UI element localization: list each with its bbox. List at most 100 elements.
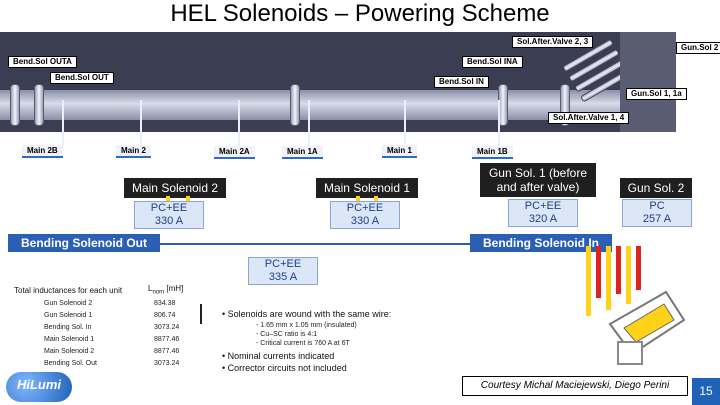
label-main-1: Main 1 xyxy=(382,145,417,158)
label-gun-sol-1a: Gun.Sol 1, 1a xyxy=(626,88,687,100)
label-gun-sol-2: Gun.Sol 2 xyxy=(676,42,720,54)
ps-gun-sol-1: Gun Sol. 1 (before and after valve) xyxy=(480,163,596,197)
ps-main-solenoid-1-label: Main Solenoid 1 xyxy=(323,181,411,195)
note-bullet-3: • Corrector circuits not included xyxy=(222,363,347,373)
table-value: 834.38 xyxy=(154,300,176,307)
note-bullet-2-text: Nominal currents indicated xyxy=(227,351,335,361)
inductance-unit: [mH] xyxy=(166,284,184,293)
note-bullet-1-text: Solenoids are wound with the same wire: xyxy=(227,309,392,319)
bending-solenoid-in: Bending Solenoid In xyxy=(470,234,612,252)
ps-gun-sol-1-line2: and after valve) xyxy=(496,180,580,194)
note-sub-1-text: 1.65 mm x 1.05 mm (insulated) xyxy=(260,322,357,329)
inductance-header: Total inductances for each unit xyxy=(14,286,123,295)
lead xyxy=(166,196,170,202)
pc-main-1-type: PC+EE xyxy=(346,202,384,214)
note-sub-3: - Critical current is 760 A at 6T xyxy=(256,340,350,347)
gun-housing xyxy=(617,341,643,365)
inductance-unit-symbol: L xyxy=(148,284,153,293)
note-sub-2-text: Cu–SC ratio is 4:1 xyxy=(260,331,318,338)
solenoid-ring xyxy=(560,84,570,126)
note-bullet-3-text: Corrector circuits not included xyxy=(227,363,347,373)
lead-red xyxy=(596,246,601,298)
ps-gun-sol-1-line1: Gun Sol. 1 (before xyxy=(488,166,588,180)
table-row: Bending Sol. In xyxy=(44,324,92,331)
leader-line xyxy=(238,100,240,146)
label-main-1a: Main 1A xyxy=(282,146,323,159)
lead-red xyxy=(616,246,621,294)
label-bend-sol-outa: Bend.Sol OUTA xyxy=(8,56,77,68)
table-row: Gun Solenoid 1 xyxy=(44,312,93,319)
ps-main-solenoid-2: Main Solenoid 2 xyxy=(124,178,226,198)
ps-gun-sol-2: Gun Sol. 2 xyxy=(620,178,692,198)
note-bullet-1: • Solenoids are wound with the same wire… xyxy=(222,309,392,319)
pc-gun-2-type: PC xyxy=(649,200,665,212)
pc-main-2: PC+EE 330 A xyxy=(134,201,204,229)
lead xyxy=(186,196,190,202)
table-row: Main Solenoid 1 xyxy=(44,336,95,343)
leader-line xyxy=(404,100,406,144)
credit-box: Courtesy Michal Maciejewski, Diego Perin… xyxy=(462,376,688,396)
table-value: 8877.46 xyxy=(154,348,180,355)
solenoid-ring xyxy=(10,84,20,126)
pc-main-2-type: PC+EE xyxy=(150,202,188,214)
label-bend-sol-ina: Bend.Sol INA xyxy=(462,56,523,68)
table-value: 3073.24 xyxy=(154,360,180,367)
note-sub-2: - Cu–SC ratio is 4:1 xyxy=(256,331,318,338)
table-value: 3073.24 xyxy=(154,324,180,331)
ps-main-solenoid-1: Main Solenoid 1 xyxy=(316,178,418,198)
pc-gun-1-current: 320 A xyxy=(528,213,558,225)
slide-title: HEL Solenoids – Powering Scheme xyxy=(170,0,550,27)
pc-bending-type: PC+EE xyxy=(264,258,302,270)
pc-main-2-current: 330 A xyxy=(154,215,184,227)
pc-bending: PC+EE 335 A xyxy=(248,257,318,285)
label-sol-after-valve-14: Sol.After.Valve 1, 4 xyxy=(548,112,630,124)
lead xyxy=(374,196,378,202)
lead-yellow xyxy=(586,246,591,316)
table-row: Gun Solenoid 2 xyxy=(44,300,93,307)
inductance-unit-header: Lnom [mH] xyxy=(148,284,183,296)
label-main-1b: Main 1B xyxy=(472,146,513,159)
lead-yellow xyxy=(606,246,611,310)
leader-line xyxy=(62,100,64,146)
lead xyxy=(356,196,360,202)
beamline-image xyxy=(0,32,676,132)
table-row: Bending Sol. Out xyxy=(44,360,97,367)
hilumi-logo: HiLumi xyxy=(6,372,72,402)
label-main-2: Main 2 xyxy=(116,145,151,158)
bending-connection-line xyxy=(160,243,470,245)
note-sub-1: - 1.65 mm x 1.05 mm (insulated) xyxy=(256,322,357,329)
note-sub-3-text: Critical current is 760 A at 6T xyxy=(260,340,350,347)
pc-gun-1-type: PC+EE xyxy=(524,200,562,212)
solenoid-ring xyxy=(290,84,300,126)
pc-main-1-current: 330 A xyxy=(350,215,380,227)
bend-coil xyxy=(623,303,675,343)
lead-red xyxy=(636,246,641,290)
ps-main-solenoid-2-label: Main Solenoid 2 xyxy=(131,181,219,195)
pc-gun-2: PC 257 A xyxy=(622,199,692,227)
label-sol-after-valve-23: Sol.After.Valve 2, 3 xyxy=(512,36,594,48)
pc-main-1: PC+EE 330 A xyxy=(330,201,400,229)
label-main-2a: Main 2A xyxy=(214,146,255,159)
leader-line xyxy=(308,100,310,146)
label-bend-sol-out: Bend.Sol OUT xyxy=(50,72,114,84)
table-bracket xyxy=(200,304,202,324)
leader-line xyxy=(140,100,142,144)
bending-solenoid-out: Bending Solenoid Out xyxy=(8,234,160,252)
pc-bending-current: 335 A xyxy=(268,271,298,283)
leader-line xyxy=(498,100,500,146)
label-main-2b: Main 2B xyxy=(22,145,63,158)
pc-gun-2-current: 257 A xyxy=(642,213,672,225)
ps-gun-sol-2-label: Gun Sol. 2 xyxy=(627,181,685,195)
page-number: 15 xyxy=(692,378,720,405)
note-bullet-2: • Nominal currents indicated xyxy=(222,351,335,361)
inductance-unit-subscript: nom xyxy=(152,289,165,296)
solenoid-schematic xyxy=(586,246,686,365)
table-row: Main Solenoid 2 xyxy=(44,348,95,355)
table-value: 806.74 xyxy=(154,312,176,319)
solenoid-ring xyxy=(34,84,44,126)
label-bend-sol-in: Bend.Sol IN xyxy=(434,76,489,88)
pc-gun-1: PC+EE 320 A xyxy=(508,199,578,227)
beamline-end xyxy=(620,32,676,132)
table-value: 8877.46 xyxy=(154,336,180,343)
lead-yellow xyxy=(626,246,631,304)
